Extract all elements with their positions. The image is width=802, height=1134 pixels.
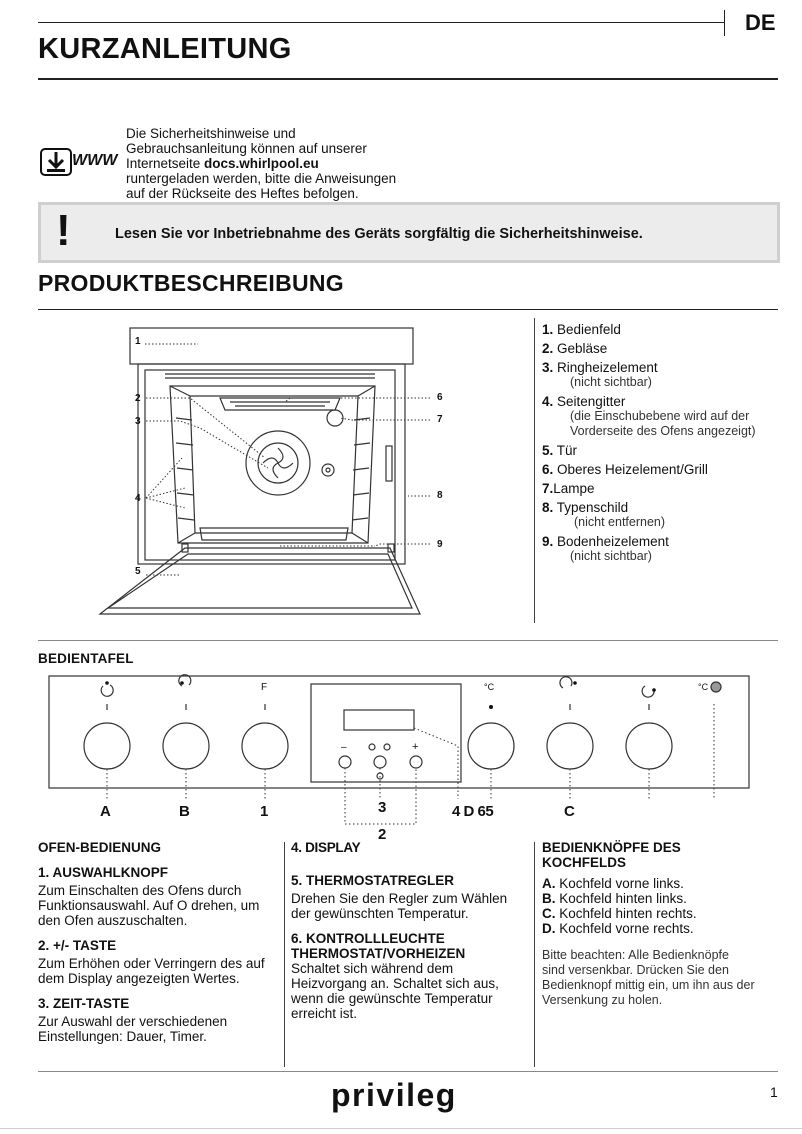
exclamation-icon: ! xyxy=(56,206,71,255)
selector-knob-heading: 1. AUSWAHLKNOPF xyxy=(38,865,169,880)
fan-drawing xyxy=(257,442,299,484)
hob-note: Bitte beachten: Alle Bedienknöpfe xyxy=(542,948,729,962)
fan-cover-drawing xyxy=(245,430,311,496)
label-3: 3 xyxy=(378,799,387,816)
thermostat-heading: 5. THERMOSTATREGLER xyxy=(291,873,455,888)
brand-logo: privileg xyxy=(331,1077,457,1113)
control-panel-drawing xyxy=(129,327,414,365)
header-lang-divider xyxy=(724,10,725,36)
legend-item: 6. Oberes Heizelement/Grill xyxy=(542,462,708,477)
label-c: C xyxy=(564,803,575,820)
title-rule xyxy=(38,78,778,80)
safety-warning-box xyxy=(38,202,780,263)
display-screen xyxy=(343,709,415,731)
knob-symbol-f: F xyxy=(261,682,268,693)
side-rack-right xyxy=(351,417,371,521)
hob-item: A. Kochfeld vorne links. xyxy=(542,876,684,891)
callout-1: 1 xyxy=(135,336,141,347)
header-top-rule xyxy=(38,22,724,23)
product-section-title: PRODUKTBESCHREIBUNG xyxy=(38,270,344,296)
callout-4: 4 xyxy=(135,493,141,504)
display-heading: 4. DISPLAY xyxy=(291,840,361,855)
legend-item: 5. Tür xyxy=(542,443,578,458)
hob-item: D. Kochfeld vorne rechts. xyxy=(542,921,694,936)
label-4-d65: 4 D 65 xyxy=(452,803,494,820)
time-button xyxy=(373,755,387,769)
minus-button xyxy=(338,755,352,769)
download-icon xyxy=(40,146,72,176)
side-rack-left xyxy=(175,417,195,521)
knob-d xyxy=(625,722,673,770)
callout-8: 8 xyxy=(437,490,443,501)
label-2: 2 xyxy=(378,826,387,843)
display-frame xyxy=(310,683,462,783)
oven-body-drawing xyxy=(137,363,406,565)
label-b: B xyxy=(179,803,190,820)
callout-7: 7 xyxy=(437,414,443,425)
legend-item: 8. Typenschild (nicht entfernen) xyxy=(542,500,666,529)
legend-item: 7.Lampe xyxy=(542,481,595,496)
panel-section-title: BEDIENTAFEL xyxy=(38,651,134,666)
www-label: WWW xyxy=(72,152,118,169)
callout-3: 3 xyxy=(135,416,141,427)
page-number: 1 xyxy=(770,1084,778,1100)
column-divider-1 xyxy=(284,842,285,1067)
legend-item: 1. Bedienfeld xyxy=(542,322,621,337)
knob-selector xyxy=(241,722,289,770)
hob-item: B. Kochfeld hinten links. xyxy=(542,891,687,906)
knob-symbol-temp: °C xyxy=(484,682,495,692)
column-divider-2 xyxy=(534,842,535,1067)
grill-element-drawing xyxy=(219,397,341,411)
website-link[interactable]: docs.whirlpool.eu xyxy=(204,156,319,171)
oven-operation-title: OFEN-BEDIENUNG xyxy=(38,840,162,855)
bottom-edge-rule xyxy=(0,1128,802,1129)
label-1: 1 xyxy=(260,803,269,820)
safety-warning-text: Lesen Sie vor Inbetriebnahme des Geräts … xyxy=(115,226,643,242)
callout-9: 9 xyxy=(437,539,443,550)
knob-b xyxy=(162,722,210,770)
plus-symbol: + xyxy=(412,741,419,753)
oven-operation-column: OFEN-BEDIENUNG 1. AUSWAHLKNOPF Zum Einsc… xyxy=(38,840,280,1044)
hob-item: C. Kochfeld hinten rechts. xyxy=(542,906,697,921)
hob-knobs-column: BEDIENKNÖPFE DES KOCHFELDS A. Kochfeld v… xyxy=(542,840,792,1008)
minus-symbol: – xyxy=(341,742,347,753)
legend-item: 2. Gebläse xyxy=(542,341,608,356)
plus-minus-heading: 2. +/- TASTE xyxy=(38,938,117,953)
panel-section-rule xyxy=(38,640,778,641)
page-title: KURZANLEITUNG xyxy=(38,33,292,65)
hob-knobs-title: BEDIENKNÖPFE DES xyxy=(542,840,681,855)
oven-illustration xyxy=(98,327,430,615)
legend-item: 4. Seitengitter (die Einschubebene wird … xyxy=(542,394,756,438)
door-drawing xyxy=(98,547,421,615)
legend-item: 3. Ringheizelement (nicht sichtbar) xyxy=(542,360,658,389)
indicator-heading: 6. KONTROLLLEUCHTE xyxy=(291,931,445,946)
display-column: 4. DISPLAY 5. THERMOSTATREGLER Drehen Si… xyxy=(291,840,529,1021)
footer-rule xyxy=(38,1071,778,1072)
knob-thermostat xyxy=(467,722,515,770)
language-code: DE xyxy=(745,10,776,35)
knob-a xyxy=(83,722,131,770)
callout-6: 6 xyxy=(437,392,443,403)
product-legend: 1. Bedienfeld 2. Gebläse 3. Ringheizelem… xyxy=(542,322,792,568)
plus-button xyxy=(409,755,423,769)
time-key-heading: 3. ZEIT-TASTE xyxy=(38,996,130,1011)
callout-2: 2 xyxy=(135,393,141,404)
intro-text: Die Sicherheitshinweise und Gebrauchsanl… xyxy=(126,126,397,201)
indicator-symbol-temp: °C xyxy=(698,682,709,692)
lamp-drawing xyxy=(326,409,344,427)
legend-item: 9. Bodenheizelement (nicht sichtbar) xyxy=(542,534,669,563)
product-column-divider xyxy=(534,318,535,623)
label-a: A xyxy=(100,803,111,820)
panel-frame xyxy=(48,675,750,789)
callout-5: 5 xyxy=(135,566,141,577)
knob-c xyxy=(546,722,594,770)
control-panel-diagram xyxy=(48,674,750,825)
product-title-rule xyxy=(38,309,778,310)
